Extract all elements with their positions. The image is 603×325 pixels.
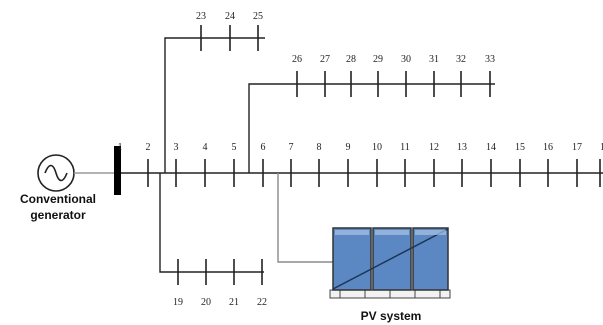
bus-label-21: 21 (229, 297, 239, 308)
pv-system: PV system (329, 227, 451, 323)
bus-label-11: 11 (400, 142, 410, 153)
bus-label-32: 32 (456, 54, 466, 65)
bus-label-26: 26 (292, 54, 302, 65)
lateral-19-22-buses: 19 20 21 22 (173, 259, 267, 308)
slack-bus-bar (114, 146, 121, 195)
bus-label-2: 2 (146, 142, 151, 153)
bus-label-20: 20 (201, 297, 211, 308)
lateral-26-33-buses: 26 27 28 29 30 31 32 33 (292, 54, 495, 97)
bus-label-30: 30 (401, 54, 411, 65)
bus-label-31: 31 (429, 54, 439, 65)
bus-label-28: 28 (346, 54, 356, 65)
bus-label-5: 5 (232, 142, 237, 153)
bus-label-19: 19 (173, 297, 183, 308)
bus-label-17: 17 (572, 142, 582, 153)
lateral-23-25-line (164, 37, 265, 173)
bus-label-33: 33 (485, 54, 495, 65)
bus-label-7: 7 (289, 142, 294, 153)
bus-label-1: 1 (118, 142, 123, 153)
bus-label-6: 6 (261, 142, 266, 153)
bus-label-14: 14 (486, 142, 496, 153)
bus-label-16: 16 (543, 142, 553, 153)
bus-label-22: 22 (257, 297, 267, 308)
lateral-19-22-line (159, 173, 264, 273)
lateral-26-33-line (248, 83, 495, 173)
bus-label-24: 24 (225, 11, 235, 22)
pv-panel-1 (332, 227, 372, 291)
bus-label-4: 4 (203, 142, 208, 153)
bus-label-27: 27 (320, 54, 330, 65)
bus-label-15: 15 (515, 142, 525, 153)
generator-label-line1: Conventional (20, 192, 96, 206)
bus-label-23: 23 (196, 11, 206, 22)
bus-label-12: 12 (429, 142, 439, 153)
bus-label-3: 3 (174, 142, 179, 153)
bus-label-9: 9 (346, 142, 351, 153)
bus-label-29: 29 (373, 54, 383, 65)
conventional-generator: Conventional generator (20, 154, 117, 222)
main-feeder-buses: 123456789101112131415161718 (118, 142, 603, 187)
lateral-23-25-buses: 23 24 25 (196, 11, 263, 51)
pv-diagonal (332, 228, 449, 290)
bus-label-25: 25 (253, 11, 263, 22)
pv-system-label: PV system (361, 309, 422, 323)
sine-wave-icon (44, 164, 68, 182)
bus-label-8: 8 (317, 142, 322, 153)
bus-label-13: 13 (457, 142, 467, 153)
bus-label-10: 10 (372, 142, 382, 153)
pv-connection-line (277, 173, 335, 263)
bus-label-18: 18 (600, 142, 603, 153)
generator-label-line2: generator (30, 208, 86, 222)
